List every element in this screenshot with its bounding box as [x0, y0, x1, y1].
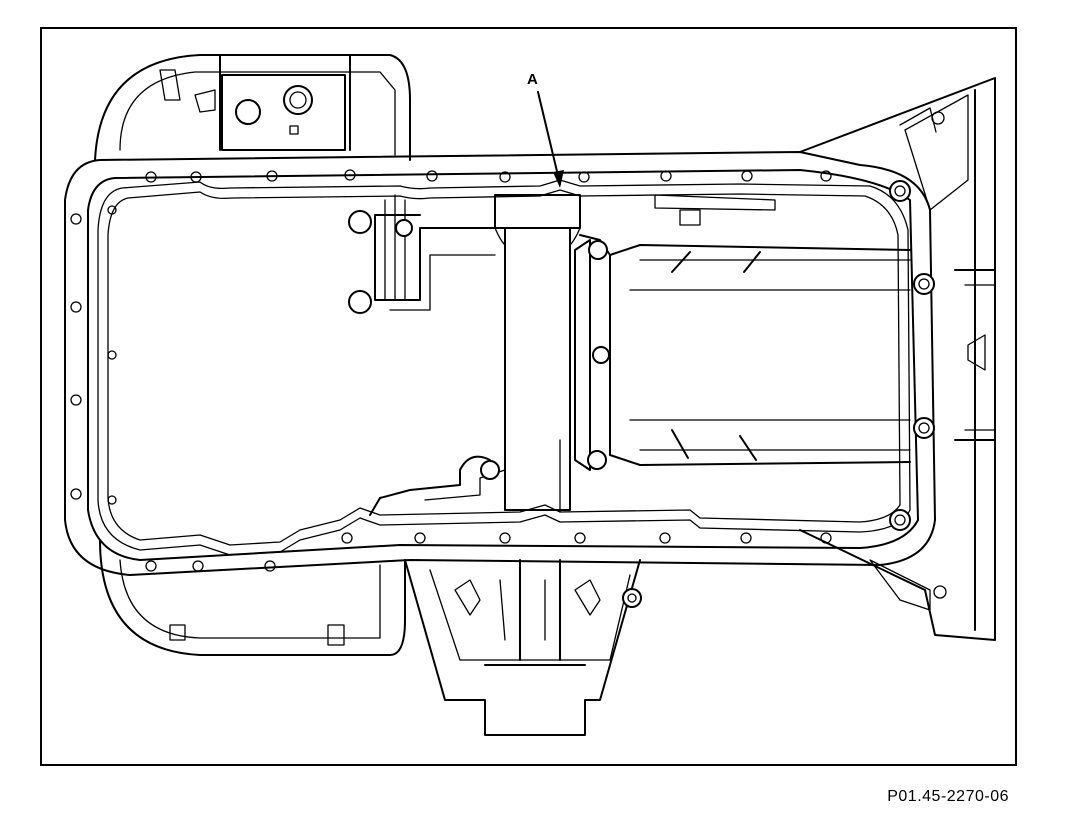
- right-mounting-bracket: [799, 77, 996, 641]
- boss-holes: [348, 210, 610, 480]
- left-lower-extension: [99, 539, 406, 656]
- upper-left-housing: [94, 54, 411, 161]
- callout-label-a: A: [527, 71, 538, 88]
- pan-flange: [64, 151, 936, 576]
- lower-housing: [404, 559, 642, 736]
- figure-frame: [40, 27, 1017, 766]
- flange-bolt-holes: [70, 169, 832, 572]
- figure-code: P01.45-2270-06: [887, 788, 1009, 805]
- callout-leader: [537, 91, 564, 188]
- sump-interior: [369, 194, 911, 516]
- mount-bolts: [889, 180, 935, 531]
